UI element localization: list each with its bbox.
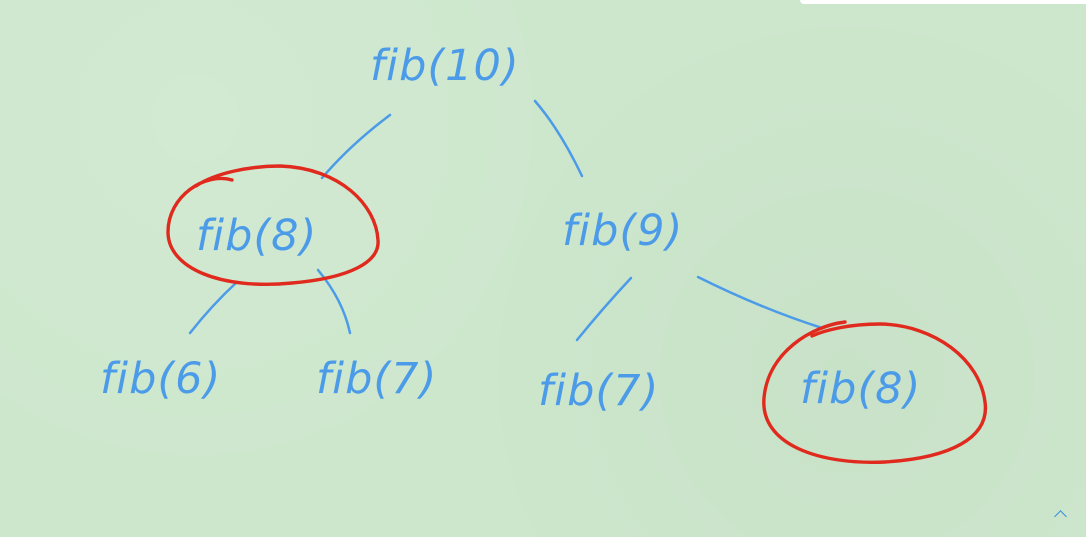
node-fib-8-left: fib(8)	[196, 211, 317, 261]
node-fib-8-right: fib(8)	[800, 364, 921, 414]
node-fib-9: fib(9)	[562, 206, 683, 256]
node-fib-7-left: fib(7)	[316, 354, 437, 404]
node-fib-7-right: fib(7)	[538, 366, 659, 416]
chevron-up-icon[interactable]	[1049, 503, 1073, 527]
edge-fib8-fib6	[188, 280, 239, 335]
edge-fib8-fib7	[316, 268, 352, 335]
highlight-circle-right	[762, 320, 988, 464]
top-edge-tab	[800, 0, 1086, 4]
edge-fib10-fib8	[320, 113, 392, 180]
node-fib-10: fib(10)	[370, 41, 520, 91]
node-fib-6: fib(6)	[100, 354, 221, 404]
edge-fib9-fib7	[575, 276, 633, 342]
highlight-circle-left	[166, 164, 380, 286]
edge-fib9-fib8	[696, 275, 824, 330]
edge-fib10-fib9	[533, 99, 584, 178]
